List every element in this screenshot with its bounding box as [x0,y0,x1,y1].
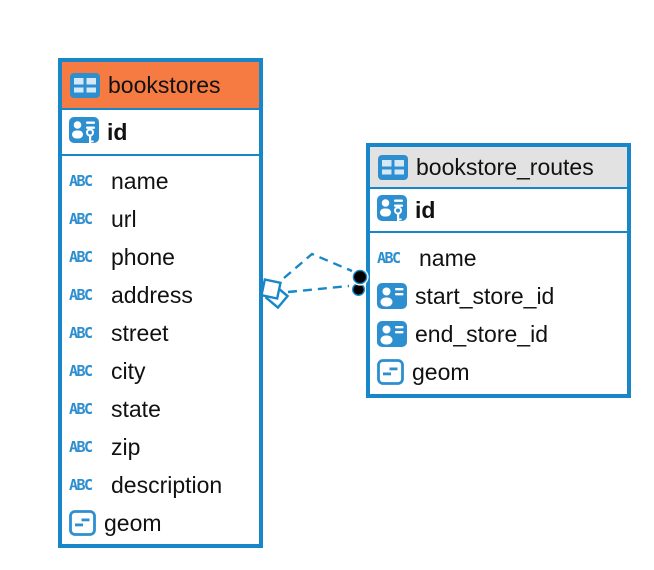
column-row[interactable]: ABC city [62,352,259,390]
column-name: description [111,471,223,498]
column-name: city [111,357,146,384]
column-row[interactable]: ABC name [62,162,259,200]
column-row[interactable]: ABC description [62,466,259,504]
text-type-icon: ABC [69,286,93,304]
relationship-line-2[interactable] [287,284,350,294]
primary-key-icon [377,194,407,226]
text-type-icon: ABC [69,248,93,266]
column-name: street [111,319,169,346]
text-type-icon: ABC [69,362,93,380]
column-name: geom [412,358,470,385]
column-name: url [111,205,137,232]
column-name: name [111,167,169,194]
table-icon [378,154,408,180]
text-type-icon: ABC [69,476,93,494]
text-type-icon: ABC [69,172,93,190]
column-row[interactable]: ABC phone [62,238,259,276]
table-node-bookstore-routes[interactable]: bookstore_routes id ABC name start_store_… [366,143,631,398]
text-type-icon: ABC [69,210,93,228]
geometry-type-icon [69,510,96,536]
column-name: name [419,244,477,271]
primary-key-name: id [107,118,128,145]
column-row[interactable]: end_store_id [370,315,627,353]
relationship-line-1[interactable] [283,252,353,279]
primary-key-row[interactable]: id [62,110,259,156]
text-type-icon: ABC [69,438,93,456]
text-type-icon: ABC [69,324,93,342]
column-list: ABC name start_store_id end_store_id geom [370,233,627,394]
table-title: bookstore_routes [416,153,594,180]
column-name: state [111,395,161,422]
text-type-icon: ABC [69,400,93,418]
primary-key-name: id [415,196,436,223]
column-name: address [111,281,193,308]
column-row[interactable]: ABC url [62,200,259,238]
table-title: bookstores [108,71,221,98]
relationship-lines[interactable] [283,252,353,294]
column-row[interactable]: ABC name [370,239,627,277]
primary-key-icon [69,116,99,148]
geometry-type-icon [377,359,404,385]
column-row[interactable]: start_store_id [370,277,627,315]
reference-column-icon [377,321,407,347]
relationship-diamond-marker [260,278,290,310]
reference-column-icon [377,283,407,309]
text-type-icon: ABC [377,249,401,267]
column-row[interactable]: ABC street [62,314,259,352]
table-header-bookstores[interactable]: bookstores [62,62,259,110]
primary-key-row[interactable]: id [370,189,627,233]
column-name: start_store_id [415,282,555,309]
table-icon [70,72,100,98]
column-name: geom [104,509,162,536]
column-name: zip [111,433,141,460]
column-row[interactable]: ABC address [62,276,259,314]
column-name: phone [111,243,175,270]
column-row[interactable]: geom [370,353,627,391]
column-name: end_store_id [415,320,548,347]
column-row[interactable]: ABC zip [62,428,259,466]
column-row[interactable]: ABC state [62,390,259,428]
table-header-bookstore-routes[interactable]: bookstore_routes [370,147,627,189]
column-row[interactable]: geom [62,504,259,542]
